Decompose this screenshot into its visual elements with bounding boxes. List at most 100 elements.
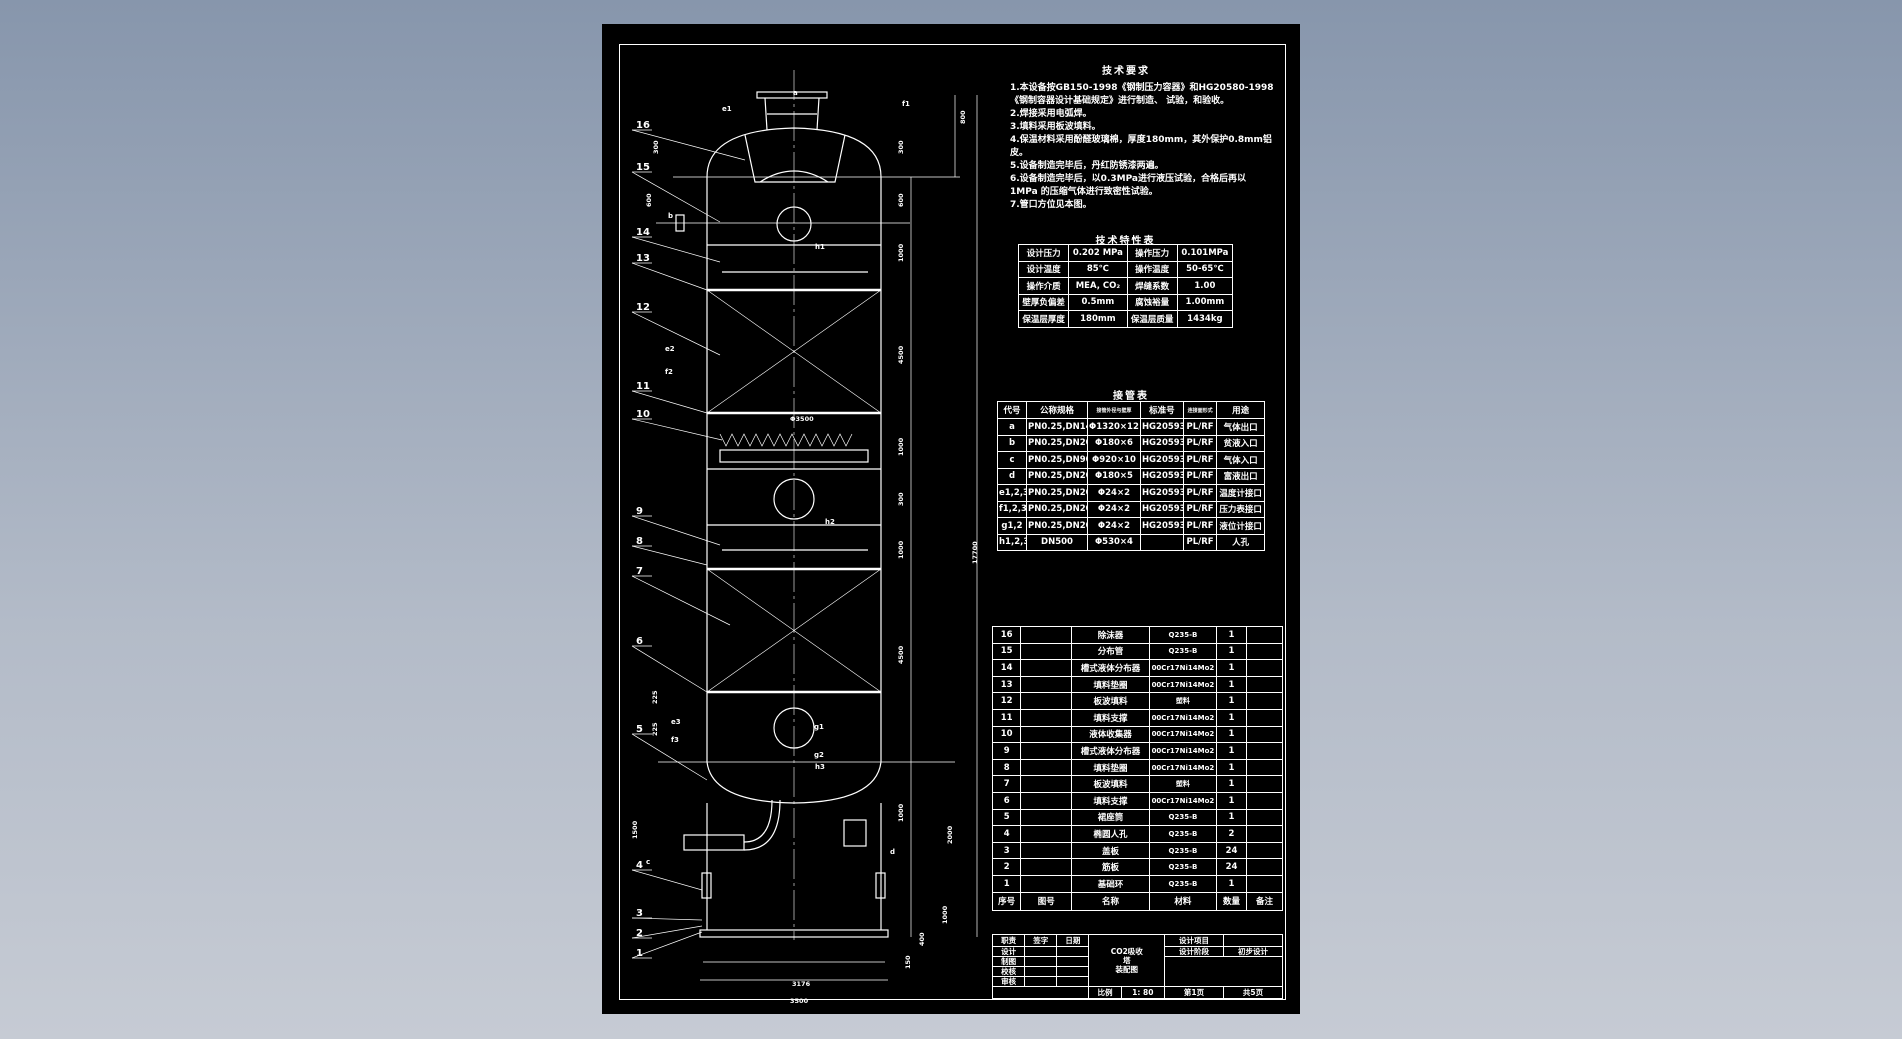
nozzle-label: c	[646, 858, 650, 866]
table-cell: 板波填料	[1071, 775, 1150, 793]
table-cell	[1020, 808, 1073, 827]
project-value	[1222, 934, 1284, 947]
part-number-label: 14	[636, 227, 650, 238]
base-ring	[699, 929, 889, 938]
table-cell: 填料支撑	[1071, 708, 1150, 727]
table-cell: 1.00	[1176, 277, 1234, 295]
signature-cell	[1024, 946, 1058, 957]
table-cell: Q235-B	[1148, 841, 1217, 860]
table-cell: 14	[991, 659, 1022, 677]
nozzle-label: e3	[671, 718, 681, 726]
table-cell: 1434kg	[1176, 310, 1234, 328]
nozzle-label: e1	[722, 105, 732, 113]
manhole-h3	[773, 707, 815, 749]
table-cell: 1	[1215, 808, 1248, 827]
tech-requirements-title: 技术要求	[1102, 66, 1150, 77]
absorption-tower-drawing: 16151413121110987654321ae1f1bh1e2f2h2e3f…	[631, 70, 979, 1005]
table-cell: HG20593	[1139, 484, 1184, 502]
table-cell: 槽式液体分布器	[1071, 659, 1150, 677]
table-cell: 00Cr17Ni14Mo2	[1148, 758, 1217, 777]
part-number-label: 15	[636, 162, 650, 173]
table-cell: 00Cr17Ni14Mo2	[1148, 742, 1217, 760]
table-cell: 11	[991, 708, 1022, 727]
table-cell: HG20593	[1139, 451, 1184, 469]
table-cell	[1020, 874, 1073, 893]
table-cell: 贫液入口	[1216, 434, 1265, 452]
table-cell	[1020, 675, 1073, 694]
table-cell: 4	[991, 825, 1022, 843]
role-label: 校核	[991, 966, 1026, 977]
date-cell	[1056, 956, 1090, 967]
table-cell: 00Cr17Ni14Mo2	[1148, 708, 1217, 727]
table-cell: PN0.25,DN20	[1026, 517, 1088, 535]
dimension-label: Φ3500	[790, 415, 814, 423]
table-cell: HG20593	[1139, 467, 1184, 485]
table-cell	[1246, 775, 1283, 793]
table-cell	[1246, 708, 1283, 727]
table-cell	[1246, 841, 1283, 860]
table-cell: 2	[1215, 825, 1248, 843]
table-cell: 00Cr17Ni14Mo2	[1148, 659, 1217, 677]
table-cell: 设计温度	[1017, 260, 1070, 278]
table-cell	[1020, 659, 1073, 677]
table-cell	[1020, 775, 1073, 793]
bottom-head	[706, 761, 882, 804]
header-cell: 备注	[1246, 891, 1283, 911]
table-cell: Q235-B	[1148, 874, 1217, 893]
drawing-frame	[619, 44, 1286, 1000]
table-cell: 85℃	[1068, 260, 1128, 278]
nozzle-label: h3	[815, 763, 825, 771]
table-cell: 操作压力	[1126, 244, 1178, 262]
table-cell: 1	[1215, 742, 1248, 760]
leader-lines	[631, 129, 746, 959]
signature-cell	[1024, 956, 1058, 967]
title-cell: 日期	[1056, 934, 1090, 947]
requirement-line: 4.保温材料采用酚醛玻璃棉，厚度180mm，其外保护0.8mm铝	[1010, 135, 1272, 145]
nozzle-label: d	[890, 848, 895, 856]
dimension-label: 1000	[897, 803, 905, 822]
signature-cell	[1024, 976, 1058, 987]
table-cell: 1	[1215, 692, 1248, 710]
blank-cell	[991, 986, 1090, 999]
stage-value: 初步设计	[1222, 946, 1284, 957]
table-cell: 6	[991, 791, 1022, 810]
table-cell	[1020, 725, 1073, 744]
nozzle-label: a	[793, 89, 798, 97]
table-cell: PL/RF	[1182, 517, 1218, 535]
table-cell: 壁厚负偏差	[1017, 293, 1070, 311]
nozzle-a-flange	[756, 91, 828, 99]
table-cell: PN0.25,DN200	[1026, 434, 1088, 452]
packing-bed-7	[706, 568, 882, 693]
table-cell	[1246, 626, 1283, 644]
table-cell: 筋板	[1071, 858, 1150, 876]
manhole-h2	[773, 478, 815, 520]
table-cell: 液位计接口	[1216, 517, 1265, 535]
table-cell: 15	[991, 642, 1022, 661]
table-cell	[1246, 808, 1283, 827]
table-cell: 操作介质	[1017, 277, 1070, 295]
header-cell: 代号	[997, 401, 1027, 419]
role-label: 设计	[991, 946, 1026, 957]
table-cell: 1	[1215, 659, 1248, 677]
dimension-label: 600	[897, 193, 905, 207]
date-cell	[1056, 966, 1090, 977]
table-cell: PN0.25,DN20	[1026, 484, 1088, 502]
requirement-line: 1.本设备按GB150-1998《钢制压力容器》和HG20580-1998	[1010, 83, 1274, 93]
part-number-label: 10	[636, 409, 650, 420]
header-cell: 用途	[1216, 401, 1265, 419]
nozzle-d	[843, 819, 867, 847]
nozzle-table: 代号公称规格接管外径与壁厚标准号连接面形式用途aPN0.25,DN1400Φ13…	[997, 401, 1265, 551]
table-cell: Φ530×4	[1087, 533, 1141, 551]
drawing-title-line: 塔	[1122, 956, 1131, 965]
table-cell: 保温层厚度	[1017, 310, 1070, 328]
